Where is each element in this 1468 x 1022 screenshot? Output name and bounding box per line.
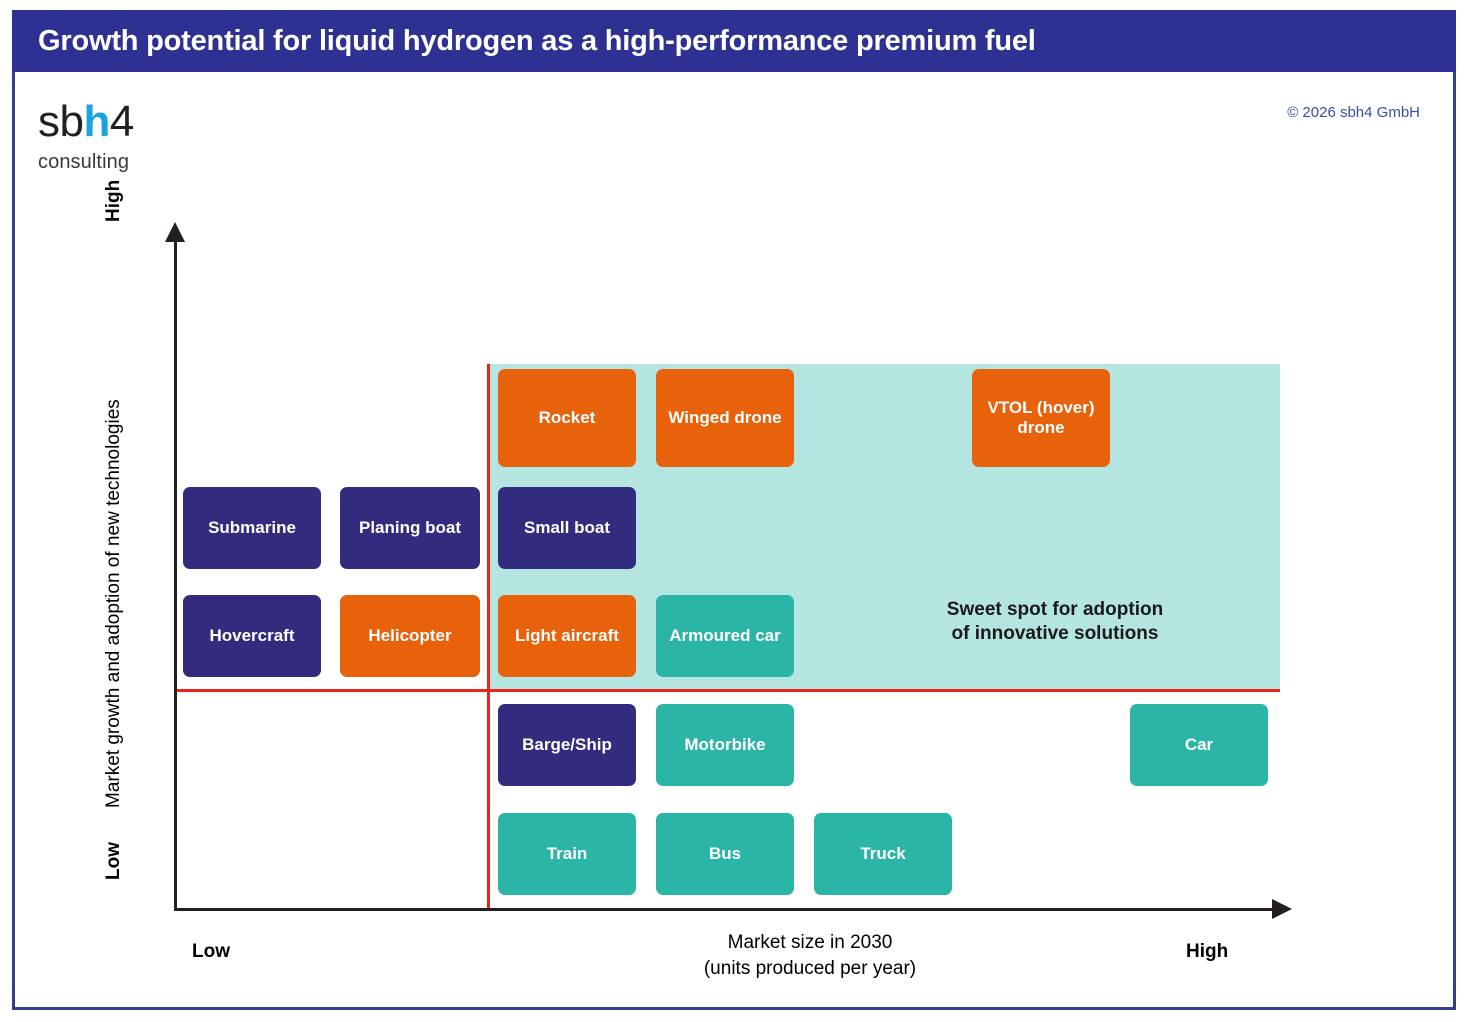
logo-text-4: 4 — [109, 97, 134, 146]
logo-wordmark: sbh4 — [38, 100, 218, 144]
x-axis-label-high: High — [1186, 941, 1229, 962]
copyright-notice: © 2026 sbh4 GmbH — [1287, 104, 1420, 121]
y-axis-label-high: High — [103, 179, 124, 222]
x-axis-label-low: Low — [192, 941, 230, 962]
item-box-label: Bus — [708, 843, 742, 863]
quadrant-divider-horizontal — [176, 689, 1280, 692]
item-box[interactable]: Car — [1130, 704, 1268, 786]
item-box[interactable]: Light aircraft — [498, 595, 636, 677]
item-box[interactable]: Small boat — [498, 487, 636, 569]
item-box[interactable]: Motorbike — [656, 704, 794, 786]
y-axis-line — [174, 228, 177, 911]
item-box-label: Submarine — [208, 517, 296, 537]
x-axis-title-line2: (units produced per year) — [703, 957, 917, 979]
item-box-label: Winged drone — [668, 407, 782, 427]
item-box-label: Car — [1184, 734, 1214, 754]
item-box-label: Hovercraft — [209, 625, 295, 645]
item-box[interactable]: Planing boat — [340, 487, 480, 569]
quadrant-divider-vertical — [487, 364, 490, 909]
item-box-label: Light aircraft — [515, 625, 619, 645]
x-axis-arrow-icon — [1272, 899, 1292, 919]
sweet-spot-label-line2: of innovative solutions — [951, 622, 1159, 644]
item-box-label: Truck — [860, 843, 906, 863]
item-box-label: VTOL (hover) drone — [987, 397, 1095, 437]
item-box[interactable]: Submarine — [183, 487, 321, 569]
item-box-label: Rocket — [538, 407, 596, 427]
y-axis-label-low: Low — [103, 842, 124, 880]
header-bar: Growth potential for liquid hydrogen as … — [12, 10, 1456, 72]
item-box[interactable]: Hovercraft — [183, 595, 321, 677]
logo-subtitle: consulting — [38, 151, 130, 173]
y-axis-arrow-icon — [165, 222, 185, 242]
item-box-label: Train — [546, 843, 588, 863]
logo-text-h: h — [83, 97, 110, 146]
item-box-label: Motorbike — [684, 734, 766, 754]
sweet-spot-label-line1: Sweet spot for adoption — [946, 599, 1164, 620]
logo-text-sb: sb — [38, 97, 84, 146]
x-axis-title: Market size in 2030 (units produced per … — [600, 930, 1020, 981]
item-box-label: Small boat — [524, 517, 610, 537]
sweet-spot-label: Sweet spot for adoption of innovative so… — [905, 598, 1205, 646]
item-box[interactable]: Bus — [656, 813, 794, 895]
item-box[interactable]: Helicopter — [340, 595, 480, 677]
item-box-label: Armoured car — [669, 625, 781, 645]
item-box-label: Helicopter — [368, 625, 452, 645]
page-title: Growth potential for liquid hydrogen as … — [38, 24, 1036, 57]
y-axis-title: Market growth and adoption of new techno… — [103, 399, 124, 808]
item-box[interactable]: Truck — [814, 813, 952, 895]
item-box[interactable]: VTOL (hover) drone — [972, 369, 1110, 467]
item-box[interactable]: Barge/Ship — [498, 704, 636, 786]
item-box[interactable]: Winged drone — [656, 369, 794, 467]
item-box[interactable]: Rocket — [498, 369, 636, 467]
item-box-label: Barge/Ship — [522, 734, 612, 754]
item-box[interactable]: Train — [498, 813, 636, 895]
company-logo: sbh4 consulting — [38, 100, 218, 173]
item-box[interactable]: Armoured car — [656, 595, 794, 677]
x-axis-title-line1: Market size in 2030 — [727, 932, 893, 953]
x-axis-line — [174, 908, 1279, 911]
item-box-label: Planing boat — [359, 517, 461, 537]
